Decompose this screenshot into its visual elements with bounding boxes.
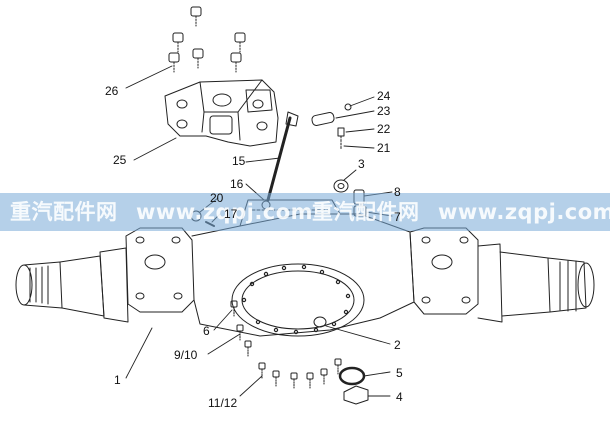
watermark-text-3: 重汽配件网 [312,200,420,224]
callout-3: 3 [358,157,365,171]
callout-7: 7 [394,210,401,224]
callout-9-10: 9/10 [174,348,198,362]
callout-21: 21 [377,141,391,155]
callout-2: 2 [394,338,401,352]
callout-15: 15 [232,154,246,168]
callout-6: 6 [203,324,210,338]
bracket-25 [164,79,279,147]
callout-4: 4 [396,390,403,404]
watermark-text-1: 重汽配件网 [10,200,118,224]
bolt-set-26 [168,6,246,73]
callout-8: 8 [394,185,401,199]
callout-24: 24 [377,89,391,103]
callout-17: 17 [224,207,238,221]
watermark-text-4: www.zqpj.com [438,200,610,224]
callout-23: 23 [377,104,391,118]
callout-25: 25 [113,153,127,167]
watermark-band [0,193,610,231]
watermark-text-2: www.zqpj.com [136,200,314,224]
callout-20: 20 [210,191,224,205]
callout-11-12: 11/12 [208,396,238,410]
callout-5: 5 [396,366,403,380]
callout-26: 26 [105,84,119,98]
callout-22: 22 [377,122,391,136]
leader-lines [125,65,393,397]
callout-16: 16 [230,177,244,191]
callout-1: 1 [114,373,121,387]
